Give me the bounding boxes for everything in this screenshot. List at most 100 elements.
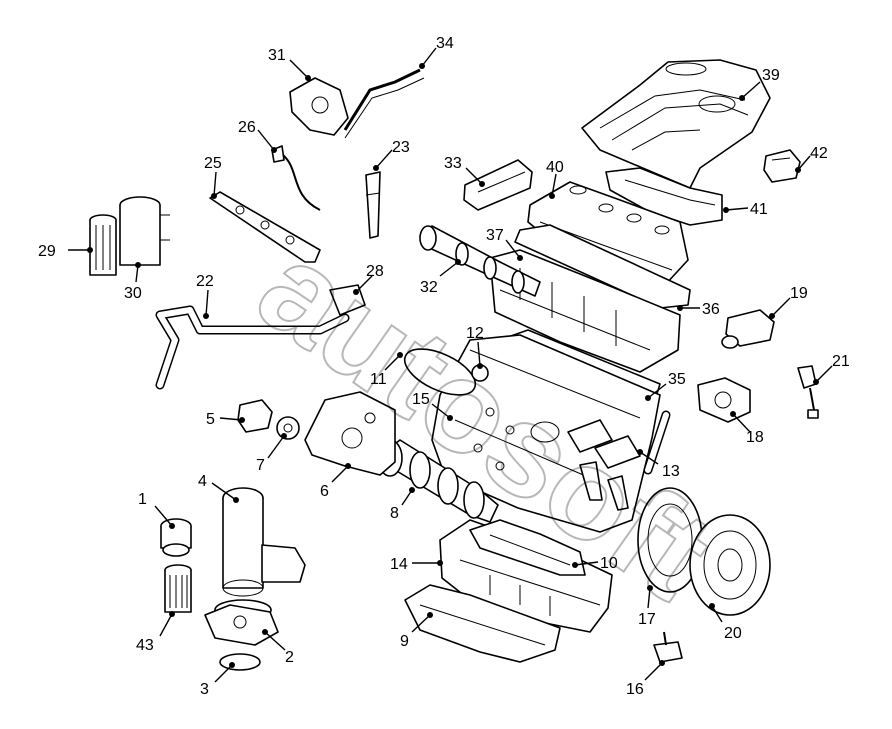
engine-block-part (431, 334, 661, 533)
filter-cap-part (160, 518, 192, 557)
callout-5: 5 (206, 411, 245, 428)
filter-element-part (164, 564, 192, 613)
callout-label-33: 33 (444, 155, 462, 172)
water-pump-part (697, 377, 751, 423)
callout-label-4: 4 (198, 473, 207, 490)
callout-label-20: 20 (724, 625, 742, 642)
camshaft-part (419, 225, 541, 297)
seal-part (219, 653, 261, 671)
callout-label-30: 30 (124, 285, 142, 302)
fuel-filter-housing-part (119, 196, 170, 266)
callout-31: 31 (268, 47, 311, 81)
callout-label-3: 3 (200, 681, 209, 698)
callout-label-16: 16 (626, 681, 644, 698)
callout-label-18: 18 (746, 429, 764, 446)
callout-label-14: 14 (390, 556, 408, 573)
cover-shield-part (605, 167, 723, 226)
fuel-pump-part (289, 77, 349, 136)
callout-35: 35 (645, 371, 686, 401)
callout-label-19: 19 (790, 285, 808, 302)
callout-6: 6 (320, 463, 351, 500)
oil-sump-part (404, 584, 561, 663)
callout-label-34: 34 (436, 35, 454, 52)
callout-28: 28 (353, 263, 384, 295)
bracket-5-part (237, 399, 273, 433)
callout-label-28: 28 (366, 263, 384, 280)
callout-label-9: 9 (400, 633, 409, 650)
callout-1: 1 (138, 491, 175, 529)
callout-16: 16 (626, 660, 665, 698)
callout-39: 39 (739, 67, 780, 101)
callout-10: 10 (572, 555, 618, 572)
callout-label-29: 29 (38, 243, 56, 260)
callout-8: 8 (390, 487, 415, 522)
sensor-21-part (797, 365, 819, 419)
callout-20: 20 (709, 603, 742, 642)
sensor-wire-part (271, 145, 321, 211)
callout-17: 17 (638, 585, 656, 628)
coolant-hose-part (155, 305, 350, 390)
callout-label-10: 10 (600, 555, 618, 572)
callout-label-26: 26 (238, 119, 256, 136)
clutch-part (689, 514, 771, 616)
injector-part (365, 171, 381, 239)
callout-label-12: 12 (466, 325, 484, 342)
callout-label-40: 40 (546, 159, 564, 176)
engine-cover-part (581, 59, 771, 189)
callout-label-5: 5 (206, 411, 215, 428)
callout-label-15: 15 (412, 391, 430, 408)
fuel-line-part (343, 68, 425, 139)
callout-label-43: 43 (136, 637, 154, 654)
callout-14: 14 (390, 556, 443, 573)
callout-3: 3 (200, 662, 235, 698)
callout-label-17: 17 (638, 611, 656, 628)
flywheel-part (637, 487, 703, 593)
callout-label-7: 7 (256, 457, 265, 474)
timing-belt-part (403, 348, 477, 396)
callouts: 1 2 3 4 5 7 (38, 35, 850, 698)
timing-cover-part (304, 391, 396, 476)
callout-label-25: 25 (204, 155, 222, 172)
valve-cover-gasket-part (514, 224, 691, 309)
fuel-rail-part (209, 191, 321, 263)
callout-22: 22 (196, 273, 214, 319)
callout-label-32: 32 (420, 279, 438, 296)
fuel-filter-element-part (89, 214, 117, 276)
callout-32: 32 (420, 259, 461, 296)
bolt-part (653, 631, 683, 663)
callout-43: 43 (136, 611, 175, 654)
callout-23: 23 (373, 139, 410, 171)
callout-12: 12 (466, 325, 484, 369)
callout-2: 2 (262, 629, 294, 666)
callout-34: 34 (419, 35, 454, 69)
callout-7: 7 (256, 433, 287, 474)
callout-9: 9 (400, 612, 433, 650)
bracket-33-part (463, 159, 533, 211)
callout-18: 18 (730, 411, 764, 446)
callout-19: 19 (769, 285, 808, 319)
callout-label-13: 13 (662, 463, 680, 480)
callout-40: 40 (546, 159, 564, 199)
pistons-part (567, 410, 671, 511)
callout-label-2: 2 (285, 649, 294, 666)
sprocket-part (276, 416, 300, 440)
callout-label-23: 23 (392, 139, 410, 156)
callout-11: 11 (370, 352, 403, 388)
callout-4: 4 (198, 473, 239, 503)
oil-filter-housing-part (214, 487, 306, 621)
callout-36: 36 (677, 301, 720, 318)
callout-13: 13 (637, 449, 680, 480)
oil-filter-base-part (204, 604, 279, 646)
callout-label-31: 31 (268, 47, 286, 64)
callout-25: 25 (204, 155, 222, 199)
callout-label-41: 41 (750, 201, 768, 218)
callout-label-8: 8 (390, 505, 399, 522)
callout-label-6: 6 (320, 483, 329, 500)
callout-label-39: 39 (762, 67, 780, 84)
callout-15: 15 (412, 391, 453, 421)
callout-label-42: 42 (810, 145, 828, 162)
callout-label-35: 35 (668, 371, 686, 388)
callout-30: 30 (124, 262, 142, 302)
callout-label-21: 21 (832, 353, 850, 370)
